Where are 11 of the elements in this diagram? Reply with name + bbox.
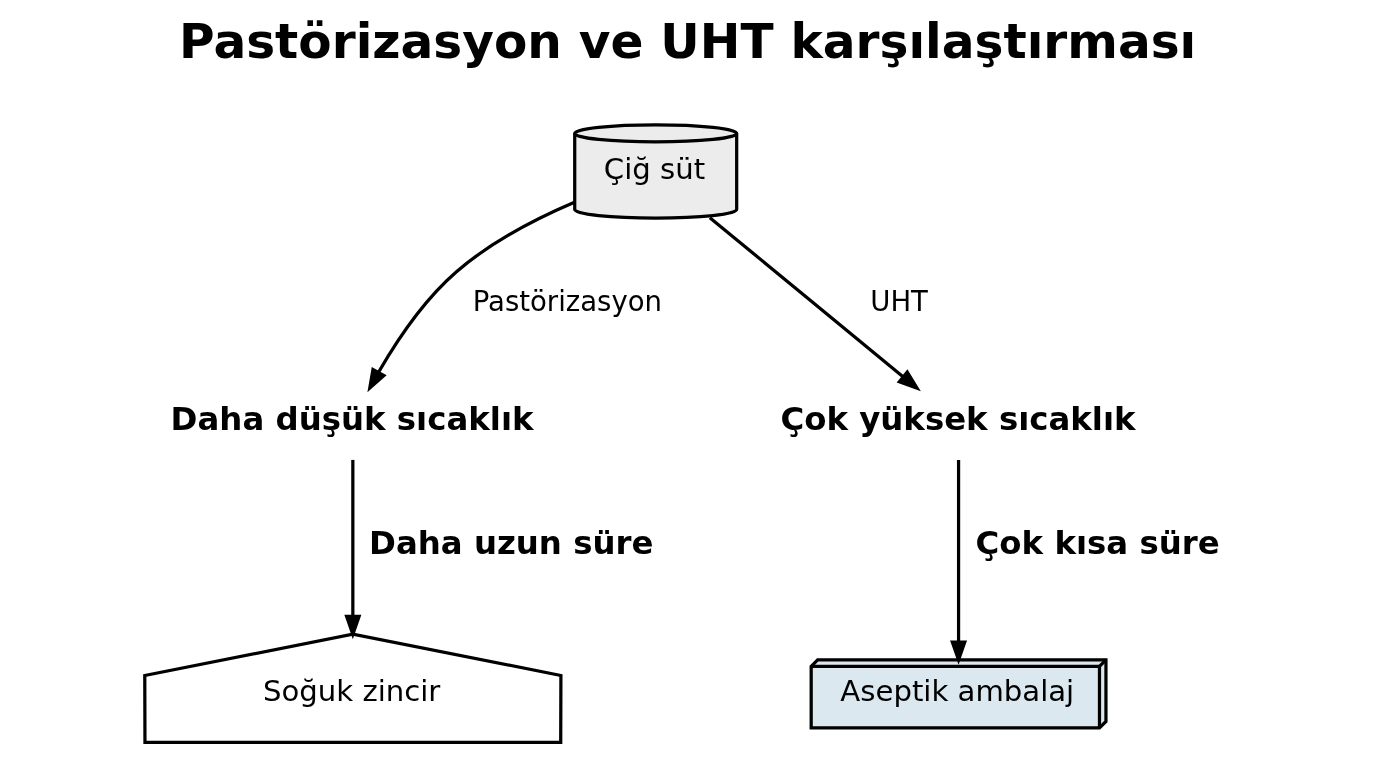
edge-label: Pastörizasyon [472,284,662,317]
arrow [343,459,361,640]
edge-label: Çok kısa süre [975,523,1220,562]
node-text: Daha düşük sıcaklık [170,400,534,439]
arrow [949,459,967,665]
diagram-title: Pastörizasyon ve UHT karşılaştırması [178,13,1196,70]
edge-label: Daha uzun süre [368,523,653,562]
edge-label: UHT [869,284,928,317]
node-text: Çok yüksek sıcaklık [779,400,1136,439]
arrow [708,216,921,392]
arrow [366,200,575,393]
